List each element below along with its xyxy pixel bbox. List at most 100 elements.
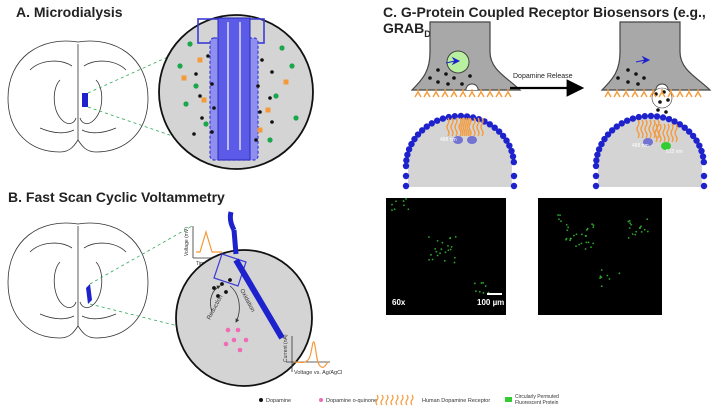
- quinone-dot: [237, 347, 243, 353]
- fluorescence-speckle: [646, 230, 649, 233]
- membrane-bead: [665, 115, 673, 123]
- fluorescence-speckle: [559, 214, 561, 217]
- molecule-dot: [181, 75, 187, 81]
- fluorescence-speckle: [435, 250, 438, 253]
- voltage-vs-label: Voltage vs. Ag/AgCl: [294, 370, 342, 376]
- membrane-bead: [700, 182, 708, 190]
- fluorescence-speckle: [454, 236, 457, 238]
- microdialysis-probe: [197, 17, 265, 161]
- dopamine-dot: [210, 130, 214, 134]
- fluorescence-speckle: [484, 285, 487, 287]
- fluorescence-speckle: [629, 222, 632, 225]
- membrane-bead: [629, 115, 637, 122]
- quinone-dot: [243, 337, 249, 343]
- membrane-bead: [671, 118, 678, 125]
- panel-b-title: B. Fast Scan Cyclic Voltammetry: [8, 189, 225, 205]
- membrane-bead: [635, 113, 642, 121]
- receptor-helix: [454, 117, 458, 137]
- dopamine-dot: [256, 84, 260, 88]
- fluorescence-speckle: [640, 231, 643, 233]
- dopamine-dot: [634, 72, 638, 76]
- dopamine-dot: [228, 278, 232, 282]
- fluorescence-speckle: [646, 218, 649, 221]
- fluorescence-speckle: [575, 233, 578, 236]
- membrane-bead: [613, 123, 620, 130]
- molecule-dot: [257, 127, 263, 133]
- dopamine-dot: [254, 138, 258, 142]
- fluorescence-speckle: [586, 227, 589, 230]
- membrane-bead: [418, 127, 426, 134]
- fluorescence-speckle: [449, 236, 452, 239]
- quinone-dot: [231, 337, 237, 343]
- membrane-bead: [404, 151, 411, 158]
- fluorescence-speckle: [482, 281, 484, 284]
- membrane-bead: [411, 135, 418, 143]
- membrane-bead: [700, 158, 708, 166]
- membrane-bead: [601, 135, 608, 143]
- fluorescence-speckle: [585, 241, 588, 244]
- membrane-bead: [405, 146, 413, 153]
- receptor-helix: [658, 123, 662, 143]
- fluorescence-speckle: [434, 247, 437, 250]
- dopamine-dot: [200, 116, 204, 120]
- fluorescence-speckle: [428, 236, 430, 238]
- quinone-dot: [235, 327, 241, 333]
- brain-slice-b: [7, 222, 149, 339]
- emission-wavelength-right: 515 nm: [666, 149, 683, 155]
- dopamine-dot: [446, 82, 450, 86]
- fluorescence-speckle: [428, 258, 431, 261]
- micrograph-right: [538, 198, 662, 315]
- scale-bar: [487, 293, 502, 295]
- fluorescence-speckle: [628, 219, 631, 222]
- dopamine-dot: [194, 72, 198, 76]
- dopamine-dot: [636, 82, 640, 86]
- fluorescence-speckle: [440, 248, 443, 251]
- dopamine-dot: [656, 108, 660, 112]
- fluorescence-speckle: [487, 291, 490, 294]
- membrane-bead: [594, 151, 601, 158]
- fluorescence-speckle: [592, 242, 595, 245]
- membrane-bead: [408, 140, 415, 148]
- terminal-receptor: [468, 89, 476, 98]
- fluorescence-speckle: [631, 233, 634, 235]
- dopamine-dot: [270, 70, 274, 74]
- fluorescence-speckle: [592, 226, 595, 229]
- membrane-bead: [592, 162, 600, 170]
- sensor-protein: [643, 138, 653, 146]
- fluorescence-speckle: [444, 251, 447, 254]
- fscv-electrode: [213, 211, 285, 340]
- fluorescence-speckle: [449, 248, 452, 251]
- membrane-bead: [676, 121, 684, 128]
- fluorescence-speckle: [566, 229, 569, 232]
- molecule-dot: [203, 121, 209, 127]
- dopamine-dot: [460, 82, 464, 86]
- membrane-bead: [659, 114, 667, 121]
- molecule-dot: [183, 101, 189, 107]
- receptor-helix: [468, 117, 472, 137]
- membrane-bead: [414, 131, 422, 138]
- sensor-protein: [467, 136, 477, 144]
- fluorescence-speckle: [565, 237, 568, 240]
- receptor-helix: [480, 117, 484, 137]
- sensor-protein: [661, 142, 671, 150]
- membrane-bead: [681, 124, 688, 131]
- legend-protein-line1: Circularly Permuted: [515, 394, 559, 400]
- receptor-helix: [670, 123, 674, 143]
- fluorescence-speckle: [578, 243, 580, 246]
- membrane-bead: [608, 127, 616, 134]
- membrane-bead: [696, 142, 703, 149]
- fluorescence-speckle: [580, 233, 583, 236]
- receptor-helix: [472, 117, 476, 137]
- terminal-receptor: [622, 89, 630, 98]
- membrane-bead: [510, 182, 518, 190]
- fluorescence-speckle: [618, 272, 621, 275]
- fluorescence-speckle: [580, 242, 583, 245]
- molecule-dot: [177, 63, 183, 69]
- terminal-receptor: [495, 89, 503, 98]
- membrane-bead: [457, 112, 465, 120]
- terminal-receptor: [423, 89, 431, 98]
- terminal-receptor: [667, 89, 675, 98]
- receptor-helix: [636, 119, 640, 139]
- dopamine-dot: [198, 94, 202, 98]
- fluorescence-speckle: [634, 233, 637, 236]
